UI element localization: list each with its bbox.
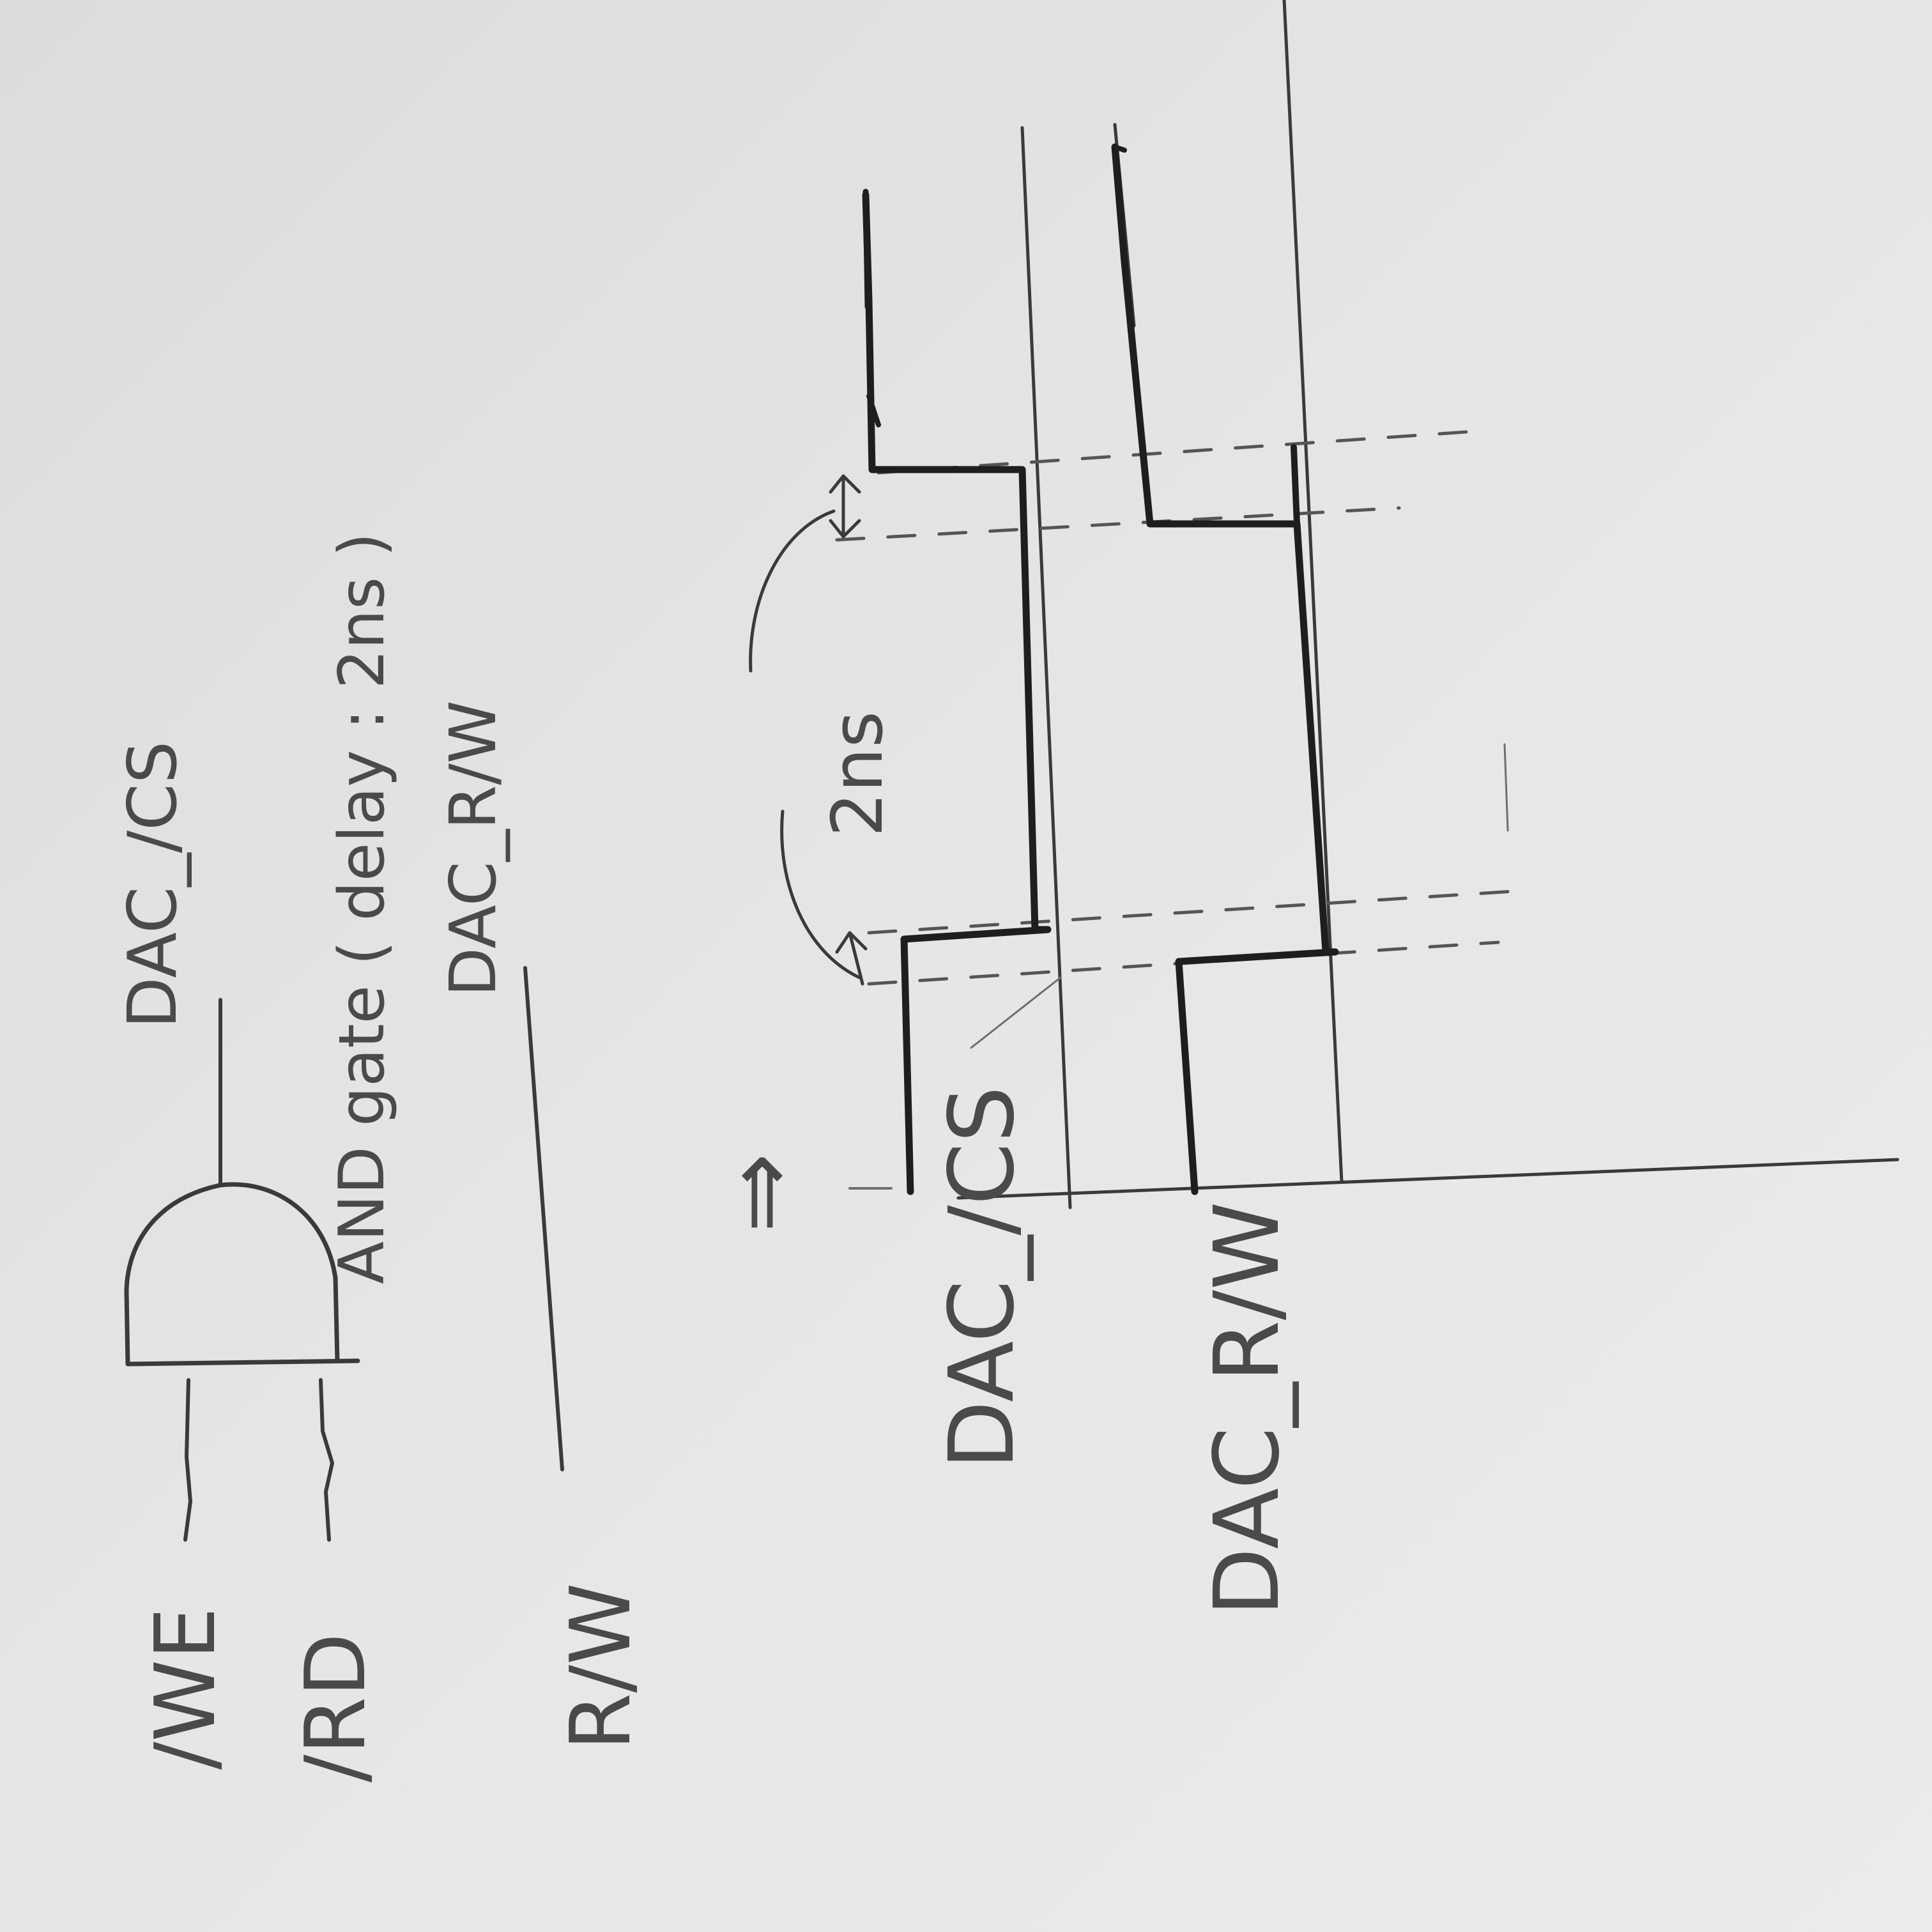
cs-reference-line	[1020, 126, 1072, 1209]
dac-rw-waveform	[1111, 143, 1339, 1195]
implies-arrow: ⇒	[704, 1153, 815, 1233]
delay-arc	[749, 509, 836, 673]
time-axis	[956, 1158, 1899, 1200]
and-gate-symbol	[124, 998, 360, 1542]
waveform-label-dac-rw: DAC_R/W	[1195, 1202, 1300, 1616]
label-dac-rw: DAC_R/W	[436, 700, 510, 997]
label-rw: R/W	[552, 1583, 649, 1751]
label-we: /WE	[137, 1607, 234, 1770]
timing-diagram: 2ns DAC_/CS DAC_R/W	[749, 0, 1899, 1616]
delay-label: 2ns	[816, 711, 898, 837]
label-dac-cs-output: DAC_/CS	[114, 741, 192, 1029]
delay-arrow-top	[829, 474, 861, 539]
label-rd: /RD	[287, 1633, 384, 1782]
label-and-gate-delay: AND gate ( delay : 2ns )	[326, 533, 399, 1284]
waveform-label-dac-cs: DAC_/CS	[930, 1086, 1034, 1469]
rw-wire	[523, 966, 564, 1471]
right-border-line	[1282, 0, 1344, 1184]
delay-arrow-bottom	[835, 931, 868, 986]
dac-cs-waveform	[862, 191, 1052, 1195]
